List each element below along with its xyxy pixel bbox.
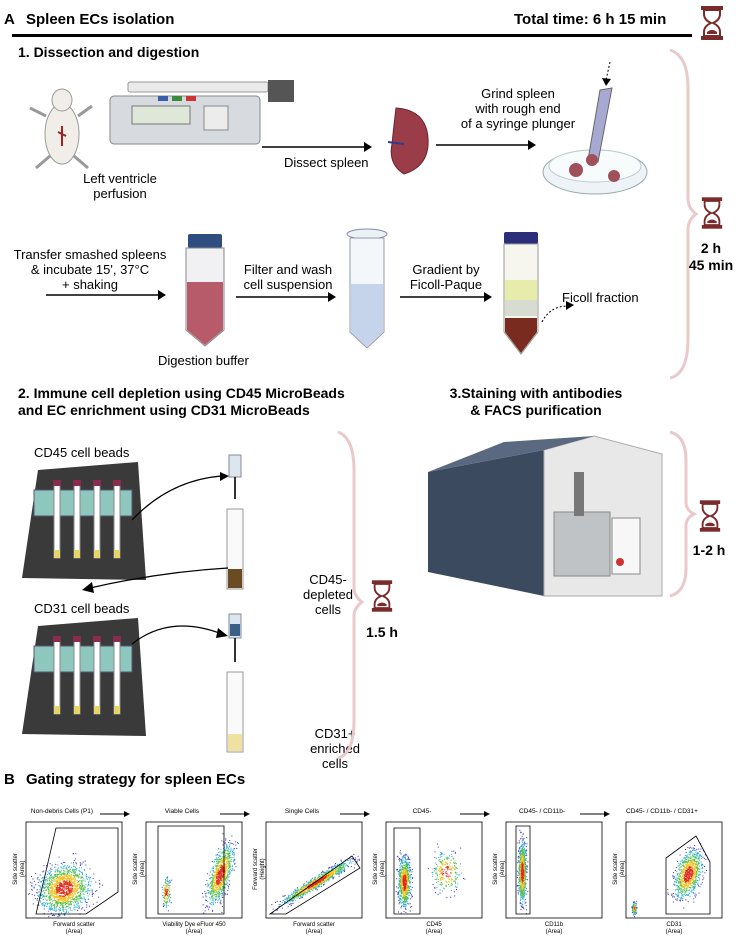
- gating-ylabel: Side scatter (Area): [13, 853, 26, 885]
- facs-machine-illustration: [428, 435, 663, 597]
- gating-xlabel: Forward scatter (Area): [53, 922, 95, 935]
- gating-arrow: [100, 811, 130, 817]
- filter-tube-illustration: [346, 228, 388, 349]
- panel-a-title: Spleen ECs isolation: [26, 11, 175, 28]
- panel-a-letter: A: [4, 11, 15, 28]
- section2-title: 2. Immune cell depletion using CD45 Micr…: [18, 385, 345, 418]
- gate-polygon: [393, 827, 421, 915]
- arrow-cd45: [131, 472, 229, 521]
- gating-ylabel: Side scatter (Area): [493, 853, 506, 885]
- total-time: Total time: 6 h 15 min: [514, 11, 667, 28]
- gate-polygon: [665, 835, 711, 915]
- gating-scatter-plot: [145, 821, 243, 919]
- gating-arrow: [220, 811, 250, 817]
- gating-xlabel: Viability Dye eFluor 450 (Area): [162, 922, 226, 935]
- cd31-rack-illustration: [22, 618, 146, 736]
- gate-polygon: [268, 855, 361, 915]
- section3-bracket: [669, 430, 698, 598]
- digestion-label: Digestion buffer: [158, 353, 249, 368]
- spleen-illustration: [387, 107, 429, 175]
- gating-arrow: [460, 811, 490, 817]
- panel-b-letter: B: [4, 771, 15, 788]
- gating-arrow: [580, 811, 610, 817]
- arrow-cd31: [131, 625, 228, 645]
- gating-xlabel: CD45 (Area): [425, 922, 443, 935]
- hourglass-icon: [701, 197, 723, 229]
- arrow-filter: [236, 292, 336, 302]
- panel-b-title: Gating strategy for spleen ECs: [26, 771, 246, 788]
- gating-plot-title: Non-debris Cells (P1): [30, 808, 94, 815]
- petri-dish-illustration: [542, 61, 648, 195]
- grind-label: Grind spleen with rough end of a syringe…: [460, 86, 576, 131]
- syringe-pump-illustration: [109, 80, 294, 145]
- gate-polygon: [515, 825, 531, 915]
- section2-bracket: [337, 430, 365, 760]
- gating-plot-title: CD45- / CD11b- / CD31+: [626, 808, 698, 815]
- arrow-ficoll-fraction: [541, 301, 574, 323]
- hourglass-icon: [699, 500, 721, 532]
- arrow-transfer: [46, 290, 166, 300]
- gradient-label: Gradient by Ficoll-Paque: [409, 262, 483, 292]
- gating-arrow: [340, 811, 370, 817]
- digestion-tube-illustration: [185, 234, 225, 347]
- ficoll-label: Ficoll fraction: [562, 290, 639, 305]
- section1-title: 1. Dissection and digestion: [18, 44, 200, 60]
- gating-scatter-plot: [625, 821, 723, 919]
- hourglass-icon: [701, 6, 723, 40]
- gating-scatter-plot: [505, 821, 603, 919]
- gate-polygon: [157, 825, 225, 915]
- section3-time: 1-2 h: [692, 542, 726, 558]
- cd31-column-illustration: [226, 613, 244, 753]
- cd45-beads-label: CD45 cell beads: [34, 445, 130, 460]
- section1-bracket: [669, 48, 699, 380]
- gating-ylabel: Side scatter (Area): [133, 853, 146, 885]
- arrow-gradient: [400, 292, 492, 302]
- perfusion-label: Left ventricle perfusion: [83, 171, 157, 201]
- arrow-to-grind: [436, 140, 536, 150]
- filter-label: Filter and wash cell suspension: [243, 262, 333, 292]
- header-rule: [12, 34, 692, 37]
- gating-scatter-plot: [385, 821, 483, 919]
- gating-ylabel: Side scatter (Area): [613, 853, 626, 885]
- gating-plot-title: Viable Cells: [164, 808, 200, 815]
- gate-polygon: [35, 827, 119, 915]
- mouse-illustration: [29, 88, 93, 170]
- ficoll-tube-illustration: [503, 232, 539, 355]
- gating-plot-title: CD45-: [412, 808, 432, 815]
- gating-plot-title: CD45- / CD11b-: [518, 808, 566, 815]
- gating-ylabel: Forward scatter (Height): [253, 848, 266, 890]
- cd45-depleted-label: CD45- depleted cells: [303, 572, 353, 617]
- gating-scatter-plot: [265, 821, 363, 919]
- gating-plot-title: Single Cells: [284, 808, 320, 815]
- cd31-beads-label: CD31 cell beads: [34, 601, 130, 616]
- hourglass-icon: [371, 580, 393, 612]
- section1-time: 2 h 45 min: [688, 240, 734, 273]
- gating-xlabel: CD31 (Area): [665, 922, 683, 935]
- arrow-to-spleen: [262, 142, 372, 152]
- gating-xlabel: Forward scatter (Area): [293, 922, 335, 935]
- cd45-rack-illustration: [22, 462, 146, 580]
- section2-time: 1.5 h: [366, 624, 398, 640]
- gating-xlabel: CD11b (Area): [544, 922, 564, 935]
- gating-ylabel: Side scatter (Area): [373, 853, 386, 885]
- cd45-column-illustration: [226, 454, 244, 590]
- section3-title: 3.Staining with antibodies & FACS purifi…: [449, 385, 623, 418]
- dissect-label: Dissect spleen: [284, 155, 369, 170]
- arrow-to-cd31: [82, 567, 229, 593]
- transfer-label: Transfer smashed spleens & incubate 15',…: [13, 247, 167, 292]
- gating-scatter-plot: [25, 821, 123, 919]
